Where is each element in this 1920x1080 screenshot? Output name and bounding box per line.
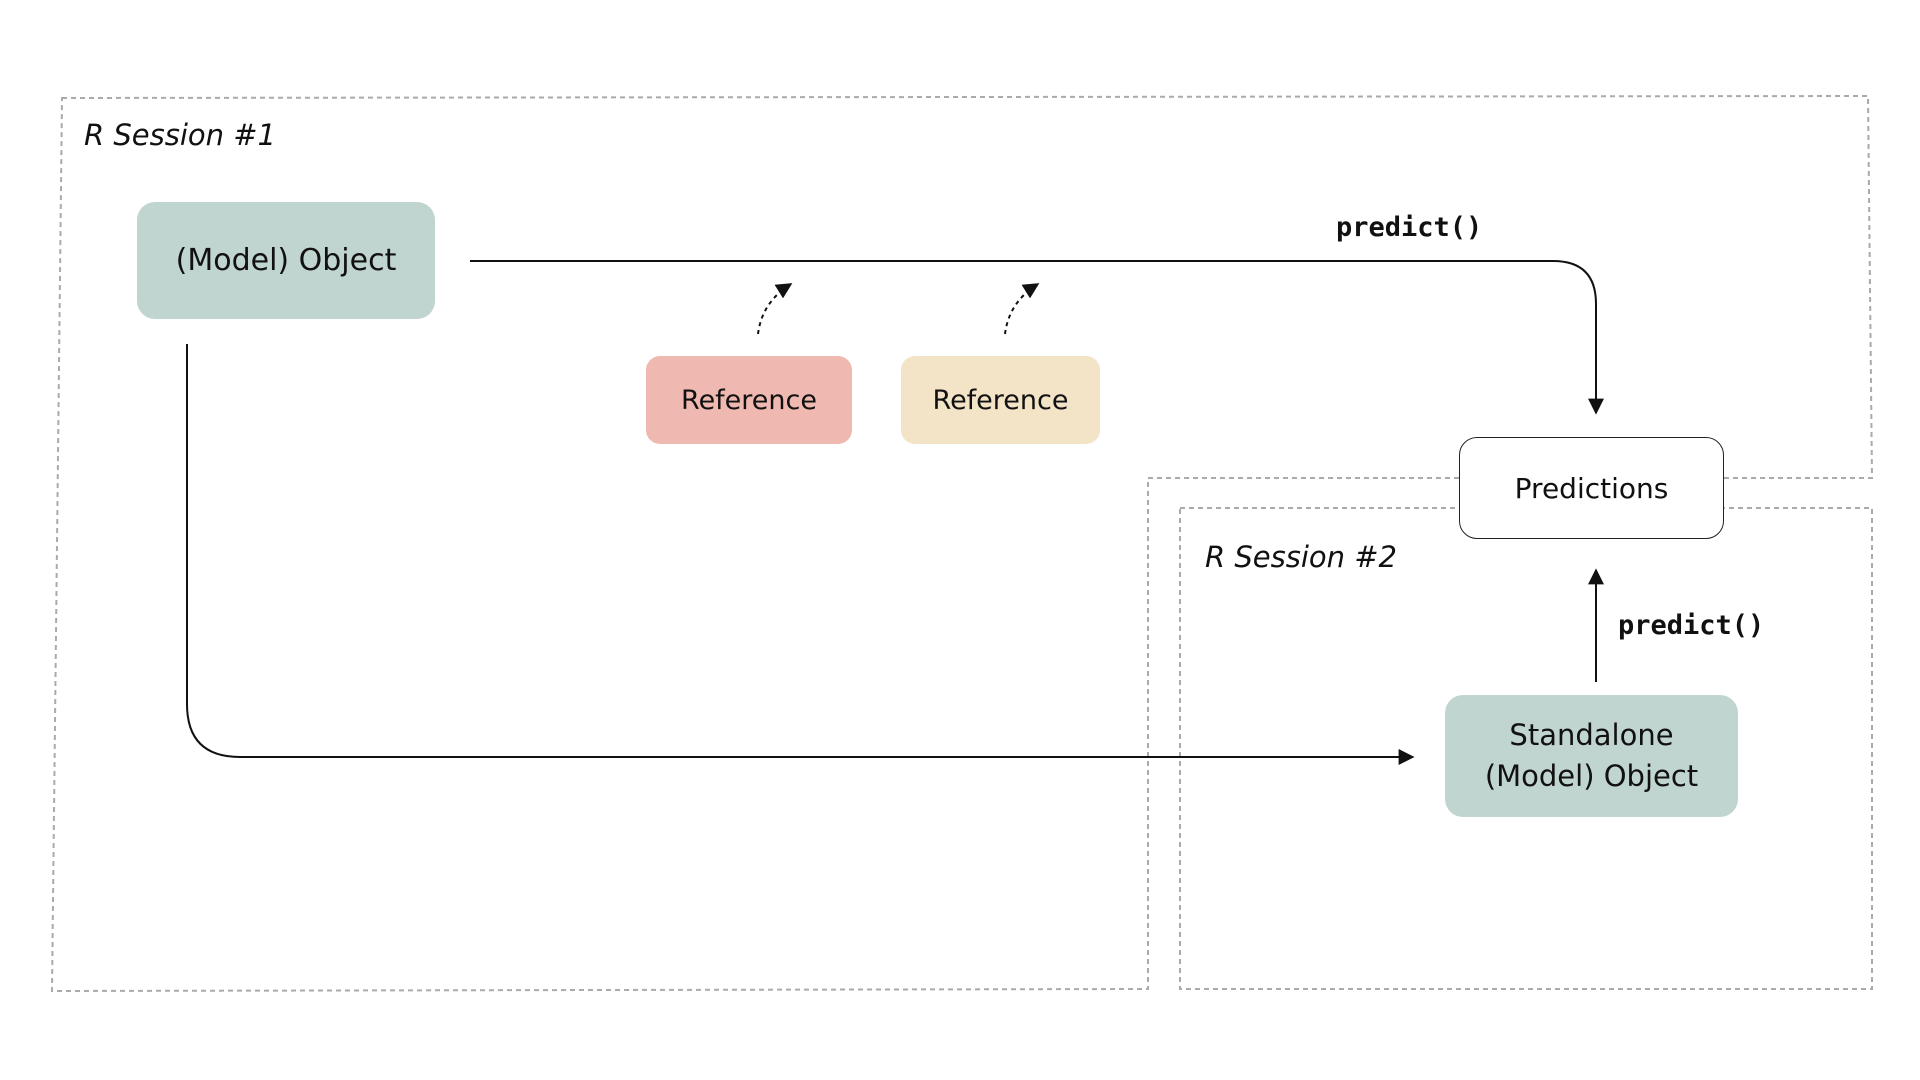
predict-label-top: predict() bbox=[1336, 212, 1483, 243]
predictions-label: Predictions bbox=[1514, 471, 1669, 505]
predict-arrow-top bbox=[470, 260, 1604, 415]
model-object-node: (Model) Object bbox=[137, 202, 435, 319]
predictions-node: Predictions bbox=[1459, 437, 1724, 539]
reference-2-dotted-arrow bbox=[1004, 283, 1040, 335]
reference-1-label: Reference bbox=[681, 384, 817, 416]
session-1-boundary bbox=[50, 94, 1874, 993]
reference-1-node: Reference bbox=[646, 356, 852, 444]
standalone-label-line-1: Standalone bbox=[1509, 718, 1674, 752]
model-object-label: (Model) Object bbox=[175, 243, 397, 278]
standalone-object-node: Standalone (Model) Object bbox=[1445, 695, 1738, 817]
predict-label-right: predict() bbox=[1618, 610, 1765, 641]
session-1-label: R Session #1 bbox=[84, 118, 276, 152]
standalone-arrow bbox=[186, 344, 1415, 765]
reference-2-label: Reference bbox=[932, 384, 1069, 416]
standalone-label-line-2: (Model) Object bbox=[1484, 759, 1699, 793]
reference-1-dotted-arrow bbox=[757, 283, 793, 335]
session-2-label: R Session #2 bbox=[1205, 540, 1397, 574]
reference-2-node: Reference bbox=[901, 356, 1100, 444]
